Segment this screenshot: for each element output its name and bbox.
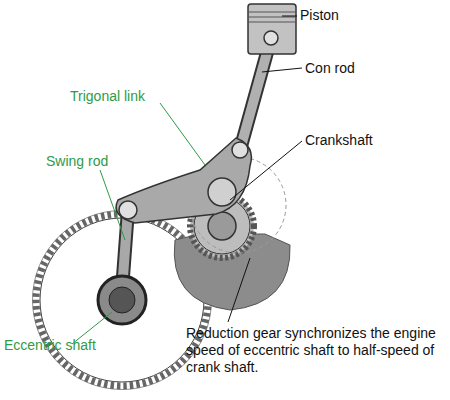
leader-line — [230, 141, 302, 200]
leader-line — [160, 103, 205, 165]
crankshaft-journal — [208, 212, 236, 240]
note-text: Reduction gear synchronizes the engine s… — [186, 325, 436, 376]
piston-ring — [248, 17, 296, 18]
part-label: Piston — [300, 7, 339, 24]
leader-line — [282, 16, 297, 17]
con-rod-outline — [240, 38, 271, 150]
part-label: Trigonal link — [70, 88, 145, 105]
trigonal-link — [116, 138, 251, 223]
piston — [248, 4, 296, 54]
piston-ring — [248, 12, 296, 13]
eccentric-shaft — [109, 287, 135, 313]
leader-line — [228, 258, 250, 322]
crank-pin — [208, 178, 236, 206]
con-rod — [240, 38, 271, 150]
piston-ring — [248, 22, 296, 23]
part-label: Crankshaft — [305, 132, 373, 149]
link-pivot — [232, 142, 248, 158]
link-pivot — [119, 201, 137, 219]
leader-line — [100, 170, 125, 240]
part-label: Con rod — [305, 60, 355, 77]
piston-pin — [264, 31, 278, 45]
part-label: Eccentric shaft — [4, 337, 96, 354]
leader-line — [262, 68, 302, 72]
part-label: Swing rod — [46, 153, 108, 170]
